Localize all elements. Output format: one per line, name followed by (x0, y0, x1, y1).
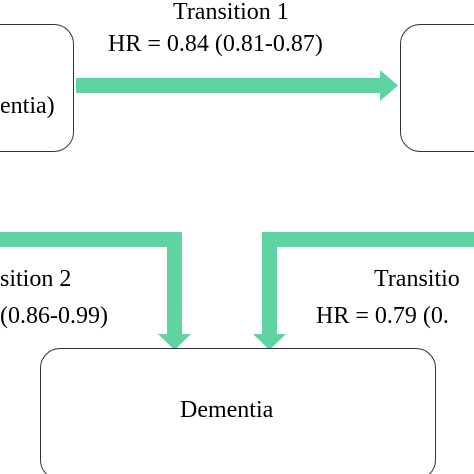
transition-2-title: sition 2 (0, 266, 72, 292)
transition-1-arrow-head (380, 70, 398, 101)
transition-3-arrow-shaft (262, 232, 474, 336)
dementia-box (40, 348, 436, 474)
transition-1-arrow (76, 70, 398, 101)
transition-3-hr: HR = 0.79 (0. (316, 303, 449, 329)
transition-2-arrow-shaft (0, 232, 182, 336)
left-state-label: entia) (0, 93, 55, 119)
transition-1-title: Transition 1 (173, 0, 289, 25)
left-state-box (0, 24, 74, 152)
transition-2-hr: (0.86-0.99) (0, 303, 108, 329)
transition-2-arrow (0, 232, 191, 350)
dementia-label: Dementia (180, 397, 274, 423)
transition-3-arrow (253, 232, 474, 350)
transition-1-arrow-shaft (76, 78, 381, 93)
transition-2-arrow-head (158, 334, 191, 350)
transition-3-title: Transitio (374, 266, 460, 292)
transition-3-arrow-head (253, 334, 286, 350)
right-state-box (400, 24, 474, 152)
transition-1-hr: HR = 0.84 (0.81-0.87) (108, 31, 323, 57)
